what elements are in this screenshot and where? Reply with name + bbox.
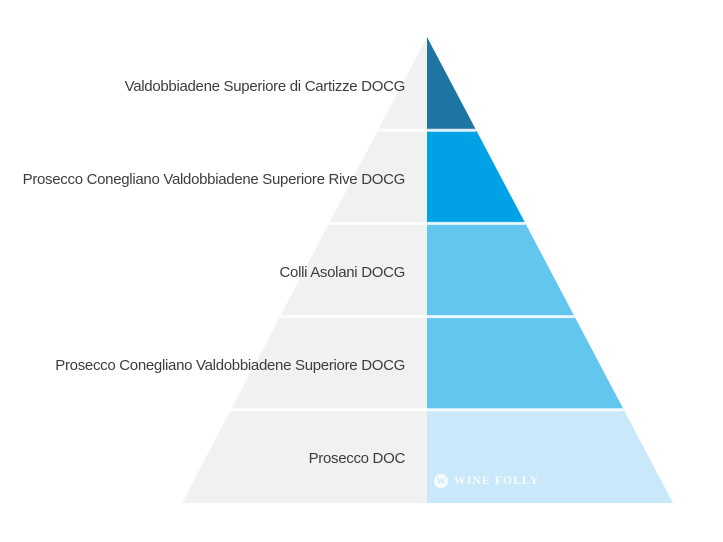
pyramid-tier-4 xyxy=(427,316,624,410)
pyramid-tier-1 xyxy=(427,37,477,131)
pyramid-tier-5-left xyxy=(182,409,427,503)
pyramid-tier-3 xyxy=(427,223,575,317)
pyramid-tier-2-left xyxy=(329,130,427,224)
pyramid-tier-1-left xyxy=(378,37,427,131)
wine-folly-watermark-text: WINE FOLLY xyxy=(454,475,540,487)
pyramid-tier-3-left xyxy=(280,223,427,317)
pyramid-tier-2 xyxy=(427,130,526,224)
tier-label-superiore-docg: Prosecco Conegliano Valdobbiadene Superi… xyxy=(55,357,405,374)
tier-label-superiore-rive-docg: Prosecco Conegliano Valdobbiadene Superi… xyxy=(22,171,406,188)
wine-folly-circle-w-icon: W xyxy=(434,474,448,488)
tier-label-prosecco-doc: Prosecco DOC xyxy=(308,450,406,467)
pyramid-tier-4-left xyxy=(231,316,427,410)
pyramid-tier-5 xyxy=(427,409,673,503)
tier-label-colli-asolani-docg: Colli Asolani DOCG xyxy=(279,264,406,281)
wine-folly-watermark: W WINE FOLLY xyxy=(434,474,539,488)
tier-label-cartizze-docg: Valdobbiadene Superiore di Cartizze DOCG xyxy=(124,78,406,95)
